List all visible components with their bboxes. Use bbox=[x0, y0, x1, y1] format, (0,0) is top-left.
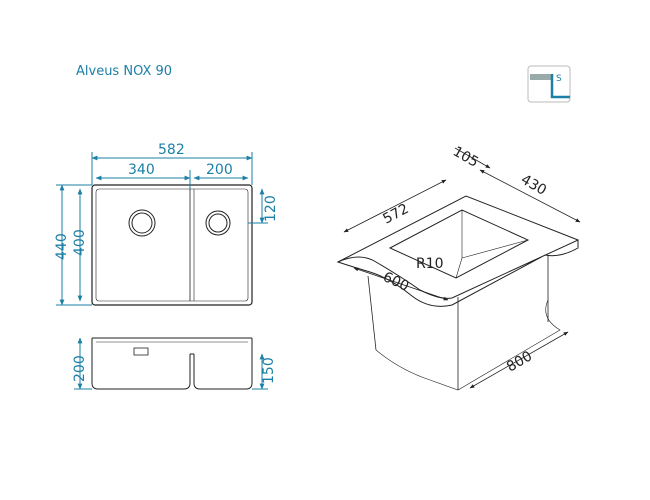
dim-cabinet-width: 600 bbox=[380, 269, 411, 295]
dim-small-bowl-offset: 120 bbox=[263, 195, 279, 222]
dim-overall-depth: 440 bbox=[54, 233, 70, 260]
dim-side: 430 bbox=[518, 172, 549, 199]
dim-cabinet-depth: 800 bbox=[504, 348, 535, 375]
dim-inner-width: 572 bbox=[380, 201, 411, 228]
isometric-view: 572 105 430 R10 600 800 bbox=[336, 144, 581, 391]
dim-large-bowl-height: 200 bbox=[72, 355, 88, 382]
dim-radius: R10 bbox=[416, 256, 444, 272]
dim-depth-105: 105 bbox=[450, 144, 481, 171]
top-view: 582 340 200 440 400 120 bbox=[54, 142, 279, 306]
dim-bowl-depth: 400 bbox=[72, 229, 88, 256]
dim-small-bowl-height: 150 bbox=[261, 357, 277, 384]
product-title: Alveus NOX 90 bbox=[76, 64, 173, 79]
dim-small-bowl-width: 200 bbox=[206, 162, 233, 178]
undermount-sink-icon: S bbox=[527, 65, 571, 103]
dim-overall-width: 582 bbox=[158, 142, 185, 158]
icon-label: S bbox=[556, 74, 562, 84]
dim-large-bowl-width: 340 bbox=[128, 162, 155, 178]
side-view: 200 150 bbox=[72, 337, 277, 390]
